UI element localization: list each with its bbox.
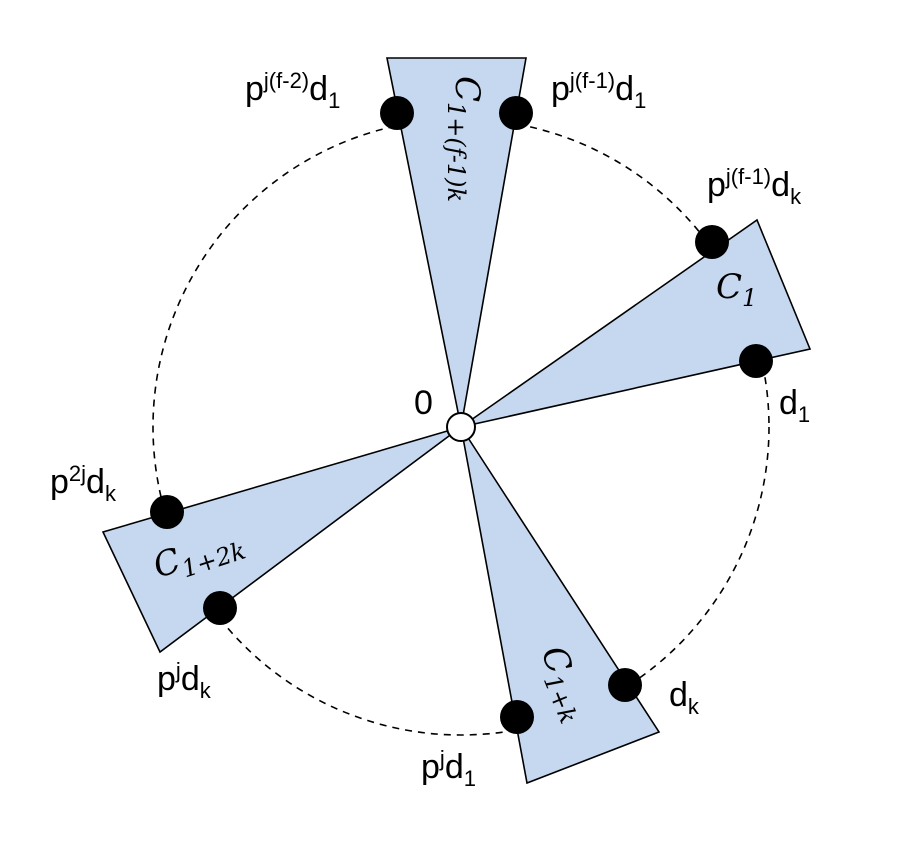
point-label-left-upper: p2jdk [50,461,117,506]
cone-top [386,57,527,428]
cone-right [460,218,812,428]
point-label-top-right: pj(f-1)d1 [551,68,646,113]
point-label-top-left: pj(f-2)d1 [245,68,340,113]
cone-label-right: C1 [716,267,757,312]
dashed-circle [152,118,770,736]
cone-left [101,426,462,654]
point-label-right-upper: pj(f-1)dk [707,164,802,209]
cone-bottom [460,426,661,785]
cone-label-top: C1+(f-1)k [442,76,487,202]
point-dot-left-lower [203,591,237,625]
point-label-left-lower: pjdk [157,658,212,703]
point-label-bottom-right: dk [669,676,700,719]
point-dot-bottom-left [500,700,534,734]
origin-label: 0 [414,384,433,422]
origin-point [446,412,476,442]
point-dot-bottom-right [608,668,642,702]
point-dot-top-right [499,96,533,130]
point-label-bottom-left: pjd1 [421,746,476,791]
point-dot-left-upper [150,495,184,529]
point-dot-right-upper [695,225,729,259]
point-dot-top-left [380,96,414,130]
point-dot-right-lower [739,344,773,378]
point-label-right-lower: d1 [779,384,810,427]
